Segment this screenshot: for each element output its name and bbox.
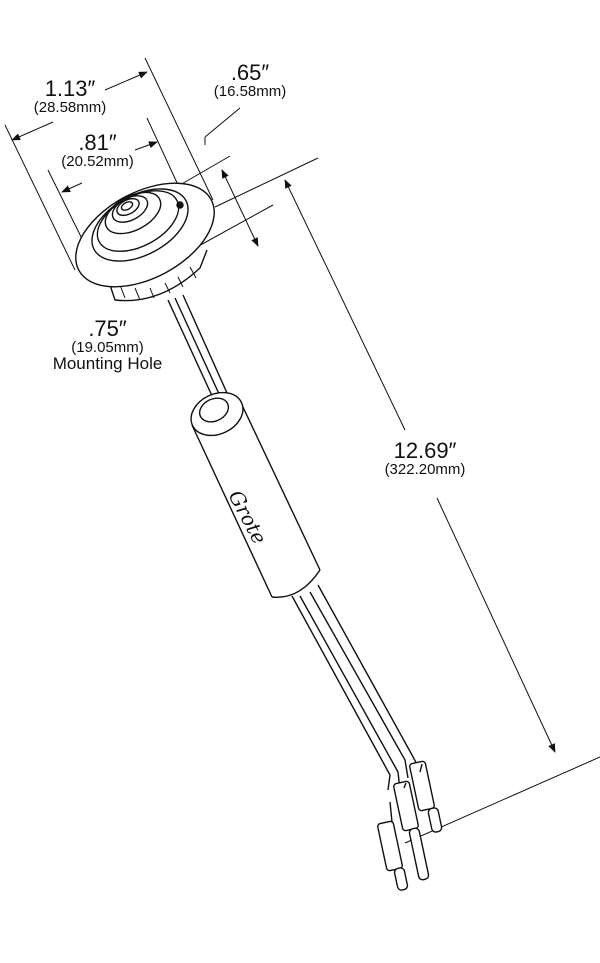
mounting-hole-inches: .75″ xyxy=(88,316,127,341)
dim-mounting-hole: .75″ (19.05mm) Mounting Hole xyxy=(30,316,185,373)
depth-inches: .65″ xyxy=(230,60,270,85)
grommet-tube xyxy=(190,391,321,598)
lens-diameter-mm: (20.52mm) xyxy=(61,153,134,170)
dim-lens-diameter: .81″ (20.52mm) xyxy=(55,130,140,170)
lead-wires-lower xyxy=(291,584,421,791)
connectors xyxy=(377,760,443,891)
depth-mm: (16.58mm) xyxy=(213,83,287,100)
lead-length-inches: 12.69″ xyxy=(393,438,457,463)
dim-depth: .65″ (16.58mm) xyxy=(195,60,305,100)
dim-overall-diameter: 1.13″ (28.58mm) xyxy=(30,76,110,116)
lead-wires-upper xyxy=(167,294,228,399)
overall-diameter-mm: (28.58mm) xyxy=(33,99,107,116)
mounting-hole-label: Mounting Hole xyxy=(52,354,163,373)
dim-lead-length: 12.69″ (322.20mm) xyxy=(360,438,490,478)
grote-logo: Grote xyxy=(224,486,272,548)
overall-diameter-inches: 1.13″ xyxy=(44,76,96,101)
mounting-hole-mm: (19.05mm) xyxy=(71,339,144,356)
lamp-head xyxy=(75,182,215,302)
lens-diameter-inches: .81″ xyxy=(78,130,117,155)
lead-length-mm: (322.20mm) xyxy=(384,461,466,478)
dimension-overall-diameter-lines xyxy=(4,57,600,844)
